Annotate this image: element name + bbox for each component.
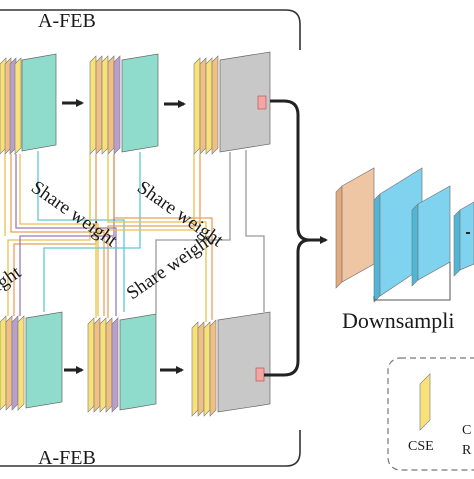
top-output-connector — [270, 99, 328, 244]
bottom-output-connector — [264, 238, 311, 377]
bottom-stage-2 — [87, 313, 157, 413]
top-afeb-bracket — [0, 9, 301, 50]
top-stage-3 — [193, 51, 271, 155]
top-roi-marker — [257, 95, 267, 110]
legend-cse-swatch — [419, 373, 431, 431]
bottom-roi-marker — [255, 367, 265, 382]
top-afeb-label: A-FEB — [38, 10, 96, 32]
bottom-afeb-bracket — [0, 430, 301, 467]
downsampling-bracket — [373, 262, 451, 301]
top-stage-2 — [89, 53, 159, 155]
legend-box — [387, 357, 474, 471]
share-weight-lines-left — [4, 151, 141, 316]
downsampling-label: Downsampli — [342, 308, 454, 333]
bottom-stage-3 — [191, 311, 271, 417]
legend-r-label: R — [462, 443, 472, 458]
legend-cse-label: CSE — [408, 439, 434, 454]
top-stage-1 — [0, 53, 57, 155]
share-weight-label-partial: ight — [0, 262, 26, 297]
legend-c-label: C — [462, 423, 471, 438]
bottom-afeb-label: A-FEB — [38, 447, 96, 469]
bottom-stage-1 — [0, 311, 63, 411]
share-weight-lines-right — [95, 150, 265, 322]
downsampling-blocks — [335, 167, 474, 303]
